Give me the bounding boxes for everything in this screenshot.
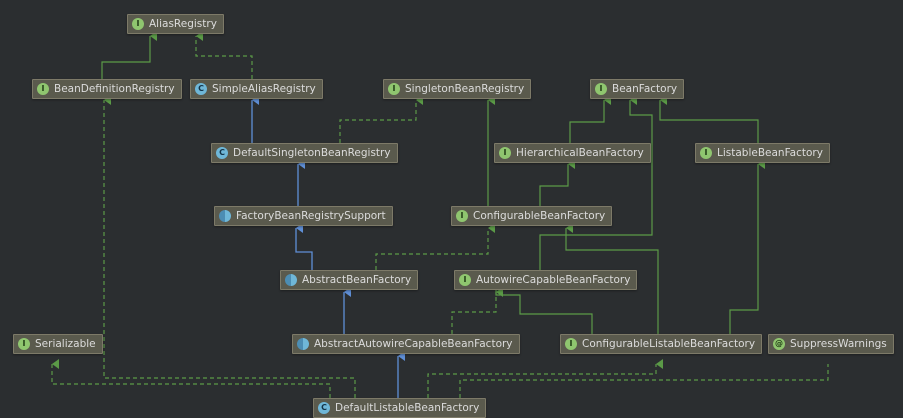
default-listable-bean-factory-node[interactable]: C DefaultListableBeanFactory <box>313 398 487 418</box>
class-icon: C <box>195 83 207 95</box>
serializable-node[interactable]: I Serializable <box>13 334 103 354</box>
interface-icon: I <box>565 338 577 350</box>
configurable-bean-factory-node[interactable]: I ConfigurableBeanFactory <box>451 206 613 226</box>
bean-factory-node[interactable]: I BeanFactory <box>590 79 685 99</box>
interface-icon: I <box>388 83 400 95</box>
node-label: BeanDefinitionRegistry <box>54 83 175 95</box>
node-label: ConfigurableListableBeanFactory <box>582 338 756 350</box>
node-label: ConfigurableBeanFactory <box>473 210 606 222</box>
hierarchical-bean-factory-node[interactable]: I HierarchicalBeanFactory <box>494 143 651 163</box>
autowire-capable-bean-factory-node[interactable]: I AutowireCapableBeanFactory <box>454 270 638 290</box>
node-label: SuppressWarnings <box>790 338 887 350</box>
node-label: DefaultListableBeanFactory <box>335 402 480 414</box>
default-singleton-bean-registry-node[interactable]: C DefaultSingletonBeanRegistry <box>211 143 398 163</box>
abstract-bean-factory-node[interactable]: AbstractBeanFactory <box>280 270 419 290</box>
node-label: DefaultSingletonBeanRegistry <box>233 147 391 159</box>
node-label: AutowireCapableBeanFactory <box>476 274 631 286</box>
simple-alias-registry-node[interactable]: C SimpleAliasRegistry <box>190 79 323 99</box>
node-label: Serializable <box>35 338 96 350</box>
node-label: ListableBeanFactory <box>717 147 823 159</box>
node-label: HierarchicalBeanFactory <box>516 147 644 159</box>
node-label: AbstractAutowireCapableBeanFactory <box>314 338 513 350</box>
listable-bean-factory-node[interactable]: I ListableBeanFactory <box>695 143 830 163</box>
bean-definition-registry-node[interactable]: I BeanDefinitionRegistry <box>32 79 182 99</box>
node-label: AliasRegistry <box>149 18 217 30</box>
interface-extends-edges <box>101 31 765 334</box>
node-label: SimpleAliasRegistry <box>212 83 316 95</box>
class-icon: C <box>216 147 228 159</box>
singleton-bean-registry-node[interactable]: I SingletonBeanRegistry <box>383 79 532 99</box>
node-label: AbstractBeanFactory <box>302 274 412 286</box>
interface-icon: I <box>132 18 144 30</box>
interface-icon: I <box>37 83 49 95</box>
factory-bean-registry-support-node[interactable]: FactoryBeanRegistrySupport <box>214 206 393 226</box>
node-label: BeanFactory <box>612 83 678 95</box>
class-extends-edges <box>251 95 405 398</box>
abstract-autowire-capable-bean-factory-node[interactable]: AbstractAutowireCapableBeanFactory <box>292 334 520 354</box>
suppress-warnings-node[interactable]: @ SuppressWarnings <box>768 334 894 354</box>
class-icon: C <box>318 402 330 414</box>
configurable-listable-bean-factory-node[interactable]: I ConfigurableListableBeanFactory <box>560 334 763 354</box>
interface-icon: I <box>459 274 471 286</box>
node-label: SingletonBeanRegistry <box>405 83 525 95</box>
alias-registry-node[interactable]: I AliasRegistry <box>127 14 224 34</box>
interface-icon: I <box>595 83 607 95</box>
interface-icon: I <box>18 338 30 350</box>
class-implements-edges <box>51 31 829 398</box>
annotation-icon: @ <box>773 338 785 350</box>
node-label: FactoryBeanRegistrySupport <box>236 210 386 222</box>
abstract-class-icon <box>297 338 309 350</box>
interface-icon: I <box>456 210 468 222</box>
interface-icon: I <box>499 147 511 159</box>
interface-icon: I <box>700 147 712 159</box>
abstract-class-icon <box>219 210 231 222</box>
abstract-class-icon <box>285 274 297 286</box>
